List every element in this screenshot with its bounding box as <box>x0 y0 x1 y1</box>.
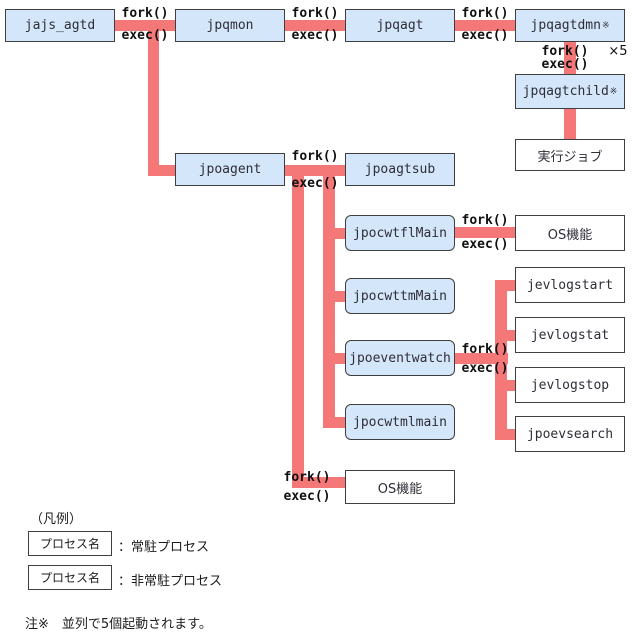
connector-jpqmon-drop-vertical <box>148 20 159 176</box>
times5-label: ×5 <box>608 44 628 59</box>
connector-stub-jevlogstop <box>495 380 517 391</box>
fork-label: fork() <box>121 6 169 21</box>
connector-stub-jpoevsearch <box>495 429 517 440</box>
process-label: jevlogstart <box>526 277 614 293</box>
process-label: jpoeventwatch <box>349 350 451 366</box>
process-label: jpoevsearch <box>526 426 614 442</box>
legend-box-label: プロセス名 <box>39 537 100 551</box>
fork-label: fork() <box>291 149 339 164</box>
fork-label: fork() <box>291 6 339 21</box>
process-box-jpocwtmlmain: jpocwtmlmain <box>345 404 455 440</box>
exec-label: exec() <box>461 237 509 252</box>
connector-elbow-os-bottom <box>292 477 346 488</box>
legend-nonresident-label: ：非常駐プロセス <box>118 574 223 589</box>
process-label: jpqagt <box>376 18 424 33</box>
exec-label: exec() <box>121 28 169 43</box>
connector-stub-jevlogstart <box>495 280 517 291</box>
process-box-jpocwtflmain: jpocwtflMain <box>345 215 455 251</box>
fork-label: fork() <box>461 6 509 21</box>
fork-label: fork() <box>461 342 509 357</box>
process-label: jevlogstop <box>530 377 610 393</box>
process-box-jpoeventwatch: jpoeventwatch <box>345 340 455 376</box>
connector-jpocwtflmain-os <box>455 227 515 238</box>
connector-elbow-jpoagent <box>148 165 176 176</box>
process-box-jpoevsearch: jpoevsearch <box>515 416 625 452</box>
fork-label: fork() <box>283 470 331 485</box>
footnote: 注※ 並列で5個起動されます。 <box>25 617 212 632</box>
legend-resident-label: ：常駐プロセス <box>118 540 210 555</box>
fork-label: fork() <box>461 213 509 228</box>
process-box-os-kinou-bottom: OS機能 <box>345 470 455 504</box>
process-box-jevlogstop: jevlogstop <box>515 367 625 403</box>
exec-label: exec() <box>291 176 339 191</box>
exec-label: exec() <box>461 28 509 43</box>
process-box-os-kinou-top: OS機能 <box>515 215 625 251</box>
process-label: jpqagtdmn <box>530 18 601 33</box>
exec-label: exec() <box>461 361 509 376</box>
connector-jpqmon-jpqagt <box>285 20 345 31</box>
process-box-jpqmon: jpqmon <box>175 9 285 42</box>
exec-label: exec() <box>291 28 339 43</box>
process-box-jpocwttmmain: jpocwttmMain <box>345 278 455 314</box>
process-label: 実行ジョブ <box>537 149 603 165</box>
connector-jpqagtdmn-jpqagtchild <box>564 42 576 75</box>
process-label: jpocwttmMain <box>353 288 447 304</box>
legend-nonresident-box: プロセス名 <box>28 565 112 590</box>
process-label: jpoagent <box>198 162 262 177</box>
exec-label: exec() <box>541 57 589 72</box>
process-label: OS機能 <box>547 227 593 243</box>
process-label: jevlogstat <box>530 327 610 343</box>
connector-stub-jpoeventwatch <box>323 353 347 364</box>
connector-jpqagtchild-execjob <box>564 108 576 139</box>
footnote-mark: ※ <box>601 20 610 31</box>
exec-label: exec() <box>283 489 331 504</box>
connector-stub-jpocwtmlmain <box>323 417 347 428</box>
process-label: jpocwtmlmain <box>353 414 447 430</box>
process-box-jpoagtsub: jpoagtsub <box>345 153 455 186</box>
connector-stub-jevlogstat <box>495 330 517 341</box>
connector-jajsagtd-jpqmon <box>115 20 175 31</box>
process-box-jpoagent: jpoagent <box>175 153 285 186</box>
footnote-mark: ※ <box>609 86 618 97</box>
legend-box-label: プロセス名 <box>39 571 100 585</box>
process-box-jevlogstat: jevlogstat <box>515 317 625 353</box>
process-box-jpqagtdmn: jpqagtdmn※ <box>515 9 625 42</box>
process-box-exec-job: 実行ジョブ <box>515 139 625 171</box>
connector-jpoeventwatch-feeder <box>455 353 508 364</box>
process-label: OS機能 <box>377 481 423 497</box>
process-label: jpoagtsub <box>364 162 436 177</box>
process-label: jajs_agtd <box>24 18 96 33</box>
legend-resident-box: プロセス名 <box>28 531 112 556</box>
connector-jev-vertical <box>495 280 507 440</box>
connector-jpqagt-jpqagtdmn <box>455 20 515 31</box>
connector-stub-jpocwttmmain <box>323 291 347 302</box>
process-box-jajs-agtd: jajs_agtd <box>5 9 115 42</box>
process-box-jpqagt: jpqagt <box>345 9 455 42</box>
process-box-jevlogstart: jevlogstart <box>515 267 625 303</box>
process-label: jpocwtflMain <box>353 225 447 241</box>
legend-title: （凡例） <box>30 512 83 527</box>
process-label: jpqmon <box>206 18 254 33</box>
connector-jpoagent-jpoagtsub <box>285 165 345 176</box>
process-label: jpqagtchild <box>522 84 609 99</box>
process-box-jpqagtchild: jpqagtchild※ <box>515 74 625 109</box>
fork-label: fork() <box>541 44 589 59</box>
connector-jpoagent-os-vertical <box>292 165 304 488</box>
connector-stub-jpocwtflmain <box>323 228 347 239</box>
